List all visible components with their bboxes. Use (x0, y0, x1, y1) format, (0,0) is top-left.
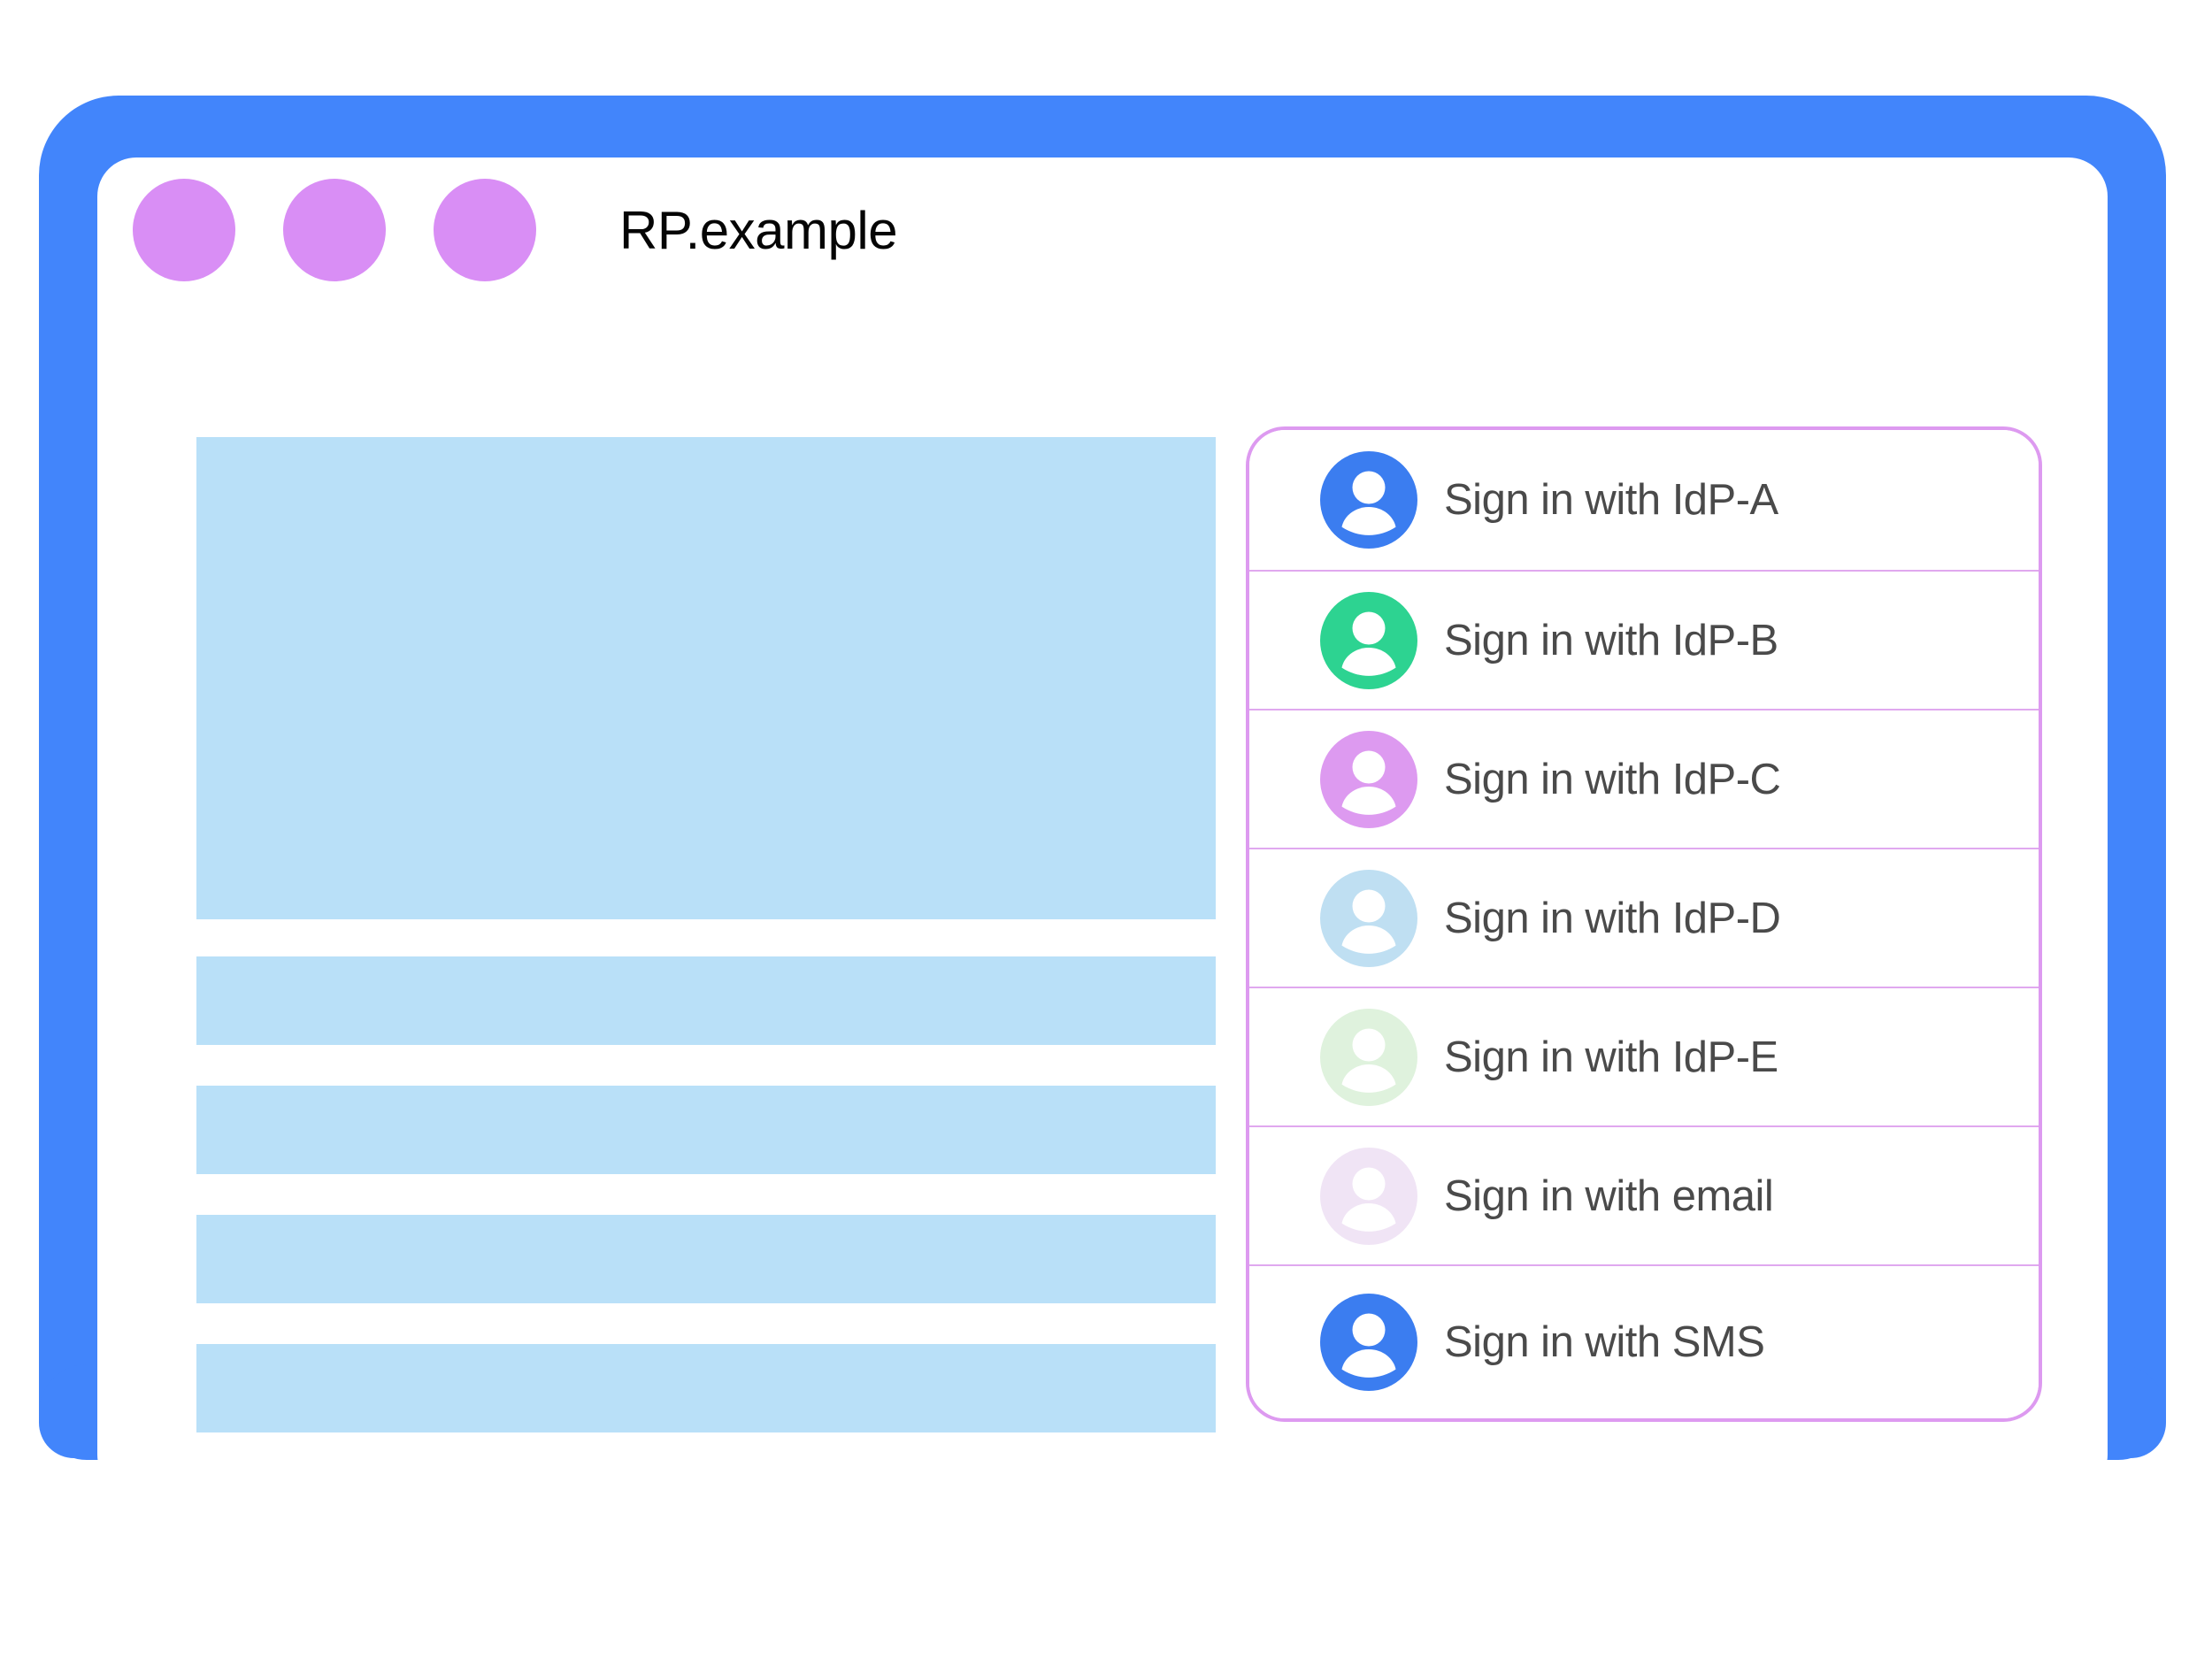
person-avatar-icon (1320, 1147, 1417, 1245)
person-avatar-icon (1320, 1008, 1417, 1106)
account-row-label: Sign in with IdP-A (1444, 476, 1778, 524)
person-avatar-icon (1320, 730, 1417, 828)
account-row[interactable]: Sign in with IdP-C (1249, 710, 2039, 849)
browser-titlebar: RP.example (133, 177, 898, 283)
account-row-label: Sign in with IdP-E (1444, 1033, 1778, 1081)
window-dot-3[interactable] (434, 179, 536, 281)
hero-placeholder (196, 437, 1216, 919)
account-chooser-panel: Sign in with IdP-A Sign in with IdP-B Sign… (1246, 426, 2042, 1422)
person-avatar-icon (1320, 1294, 1417, 1391)
text-line-placeholder-4 (196, 1344, 1216, 1432)
account-row[interactable]: Sign in with IdP-D (1249, 849, 2039, 988)
account-row-label: Sign in with IdP-B (1444, 616, 1778, 664)
window-dot-2[interactable] (283, 179, 386, 281)
account-row[interactable]: Sign in with email (1249, 1127, 2039, 1266)
account-row-label: Sign in with IdP-D (1444, 894, 1781, 942)
page-content-placeholders (196, 437, 1216, 1432)
account-row-label: Sign in with IdP-C (1444, 755, 1781, 803)
account-row[interactable]: Sign in with IdP-E (1249, 988, 2039, 1127)
account-row[interactable]: Sign in with IdP-B (1249, 572, 2039, 710)
account-row-label: Sign in with email (1444, 1171, 1774, 1220)
person-avatar-icon (1320, 869, 1417, 967)
text-line-placeholder-3 (196, 1215, 1216, 1303)
text-line-placeholder-2 (196, 1086, 1216, 1174)
account-row[interactable]: Sign in with SMS (1249, 1266, 2039, 1418)
page-title: RP.example (619, 200, 898, 260)
person-avatar-icon (1320, 451, 1417, 549)
person-avatar-icon (1320, 591, 1417, 689)
account-row[interactable]: Sign in with IdP-A (1249, 430, 2039, 572)
account-row-label: Sign in with SMS (1444, 1318, 1765, 1366)
window-dot-1[interactable] (133, 179, 235, 281)
text-line-placeholder-1 (196, 956, 1216, 1045)
